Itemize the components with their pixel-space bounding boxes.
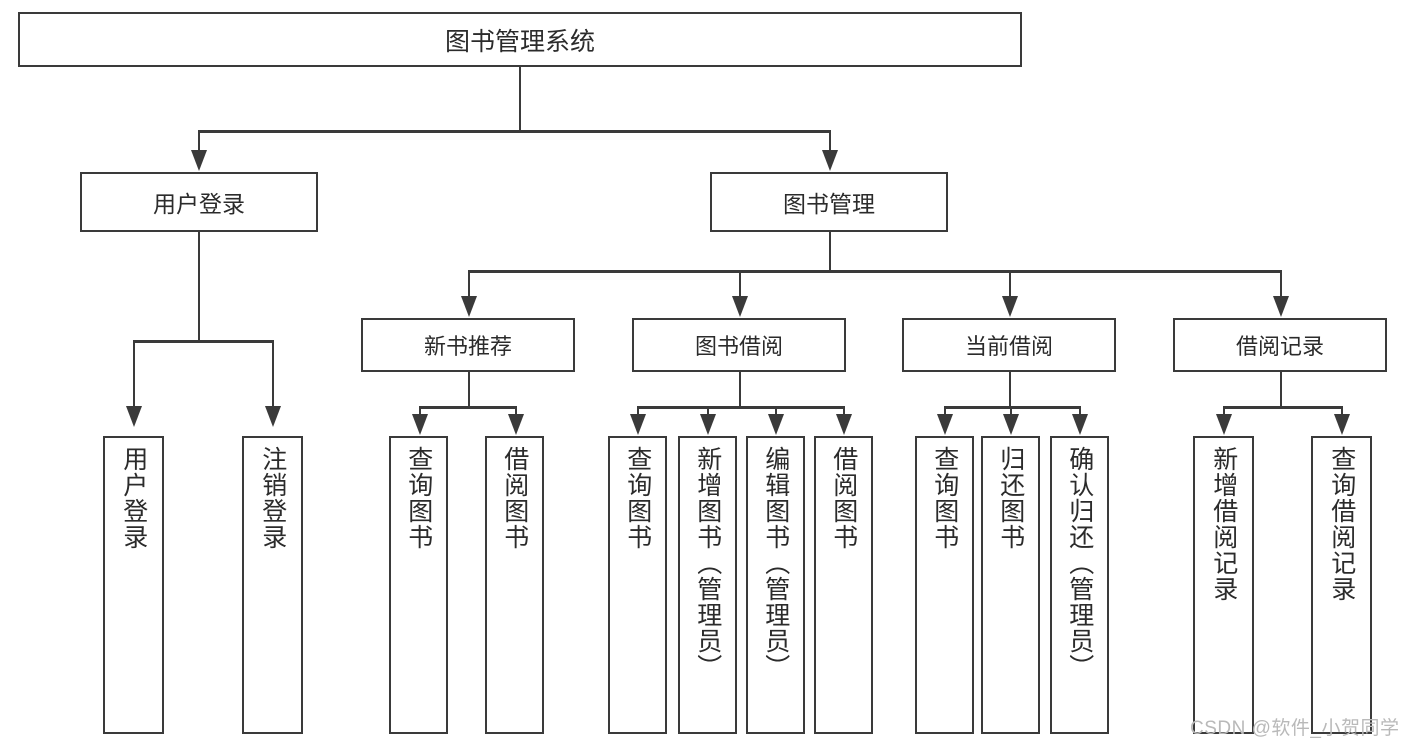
leaf-label: 借阅图书 [829, 446, 858, 550]
connector-book-borrow-bus [637, 406, 843, 409]
node-label: 用户登录 [153, 191, 245, 217]
node-current-borrow[interactable]: 当前借阅 [902, 318, 1116, 372]
arrow-head-new-book-recommend [461, 296, 477, 317]
arrow-head-borrow-record [1273, 296, 1289, 317]
leaf-new-book-recommend-1[interactable]: 借阅图书 [485, 436, 544, 734]
leaf-label: 借阅图书 [500, 446, 529, 550]
arrow-head-bb-leaf-0 [630, 414, 646, 435]
node-user-login[interactable]: 用户登录 [80, 172, 318, 232]
leaf-user-login-0[interactable]: 用户登录 [103, 436, 164, 734]
arrow-head-user-login [191, 150, 207, 171]
arrow-head-nbr-leaf-0 [412, 414, 428, 435]
arrow-head-br-leaf-1 [1334, 414, 1350, 435]
node-label: 图书管理系统 [444, 27, 595, 56]
node-label: 图书借阅 [694, 334, 783, 359]
arrow-head-book-management [822, 150, 838, 171]
connector-drop-new-book-recommend [467, 270, 471, 300]
arrow-head-bb-leaf-1 [700, 414, 716, 435]
arrow-head-user-login-leaf-1 [265, 406, 281, 427]
leaf-borrow-record-0[interactable]: 新增借阅记录 [1193, 436, 1254, 734]
connector-borrow-record-stem [1279, 372, 1283, 408]
arrow-head-cb-leaf-1 [1003, 414, 1019, 435]
connector-drop-bb-leaf-1 [706, 406, 710, 418]
connector-drop-bb-leaf-2 [774, 406, 778, 418]
connector-drop-bb-leaf-3 [842, 406, 846, 418]
leaf-label: 用户登录 [119, 446, 148, 550]
leaf-label: 查询图书 [623, 446, 652, 550]
watermark-text: CSDN @软件_小贺同学 [1190, 718, 1400, 739]
node-book-management-system[interactable]: 图书管理系统 [18, 12, 1022, 67]
connector-drop-nbr-leaf-0 [418, 406, 422, 418]
connector-drop-user-login-leaf-1 [271, 340, 275, 408]
connector-drop-cb-leaf-0 [943, 406, 947, 418]
leaf-label: 查询图书 [930, 446, 959, 550]
node-book-borrow[interactable]: 图书借阅 [632, 318, 846, 372]
connector-drop-borrow-record [1279, 270, 1283, 300]
connector-drop-cb-leaf-2 [1078, 406, 1082, 418]
leaf-book-borrow-1[interactable]: 新增图书（管理员） [678, 436, 737, 734]
leaf-book-borrow-2[interactable]: 编辑图书（管理员） [746, 436, 805, 734]
connector-user-login-bus [133, 340, 272, 343]
connector-new-book-recommend-stem [467, 372, 471, 408]
arrow-head-nbr-leaf-1 [508, 414, 524, 435]
connector-borrow-record-bus [1223, 406, 1341, 409]
node-new-book-recommend[interactable]: 新书推荐 [361, 318, 575, 372]
connector-book-management-stem [828, 232, 832, 272]
connector-drop-br-leaf-0 [1222, 406, 1226, 418]
connector-drop-br-leaf-1 [1340, 406, 1344, 418]
node-label: 新书推荐 [423, 334, 512, 359]
leaf-label: 新增图书（管理员） [693, 446, 722, 680]
leaf-label: 查询借阅记录 [1327, 446, 1356, 602]
node-label: 借阅记录 [1235, 334, 1324, 359]
connector-drop-user-login-leaf-0 [132, 340, 136, 408]
leaf-current-borrow-0[interactable]: 查询图书 [915, 436, 974, 734]
connector-new-book-recommend-bus [419, 406, 517, 409]
leaf-current-borrow-2[interactable]: 确认归还（管理员） [1050, 436, 1109, 734]
connector-book-borrow-stem [738, 372, 742, 408]
connector-drop-user-login [197, 130, 201, 152]
leaf-label: 查询图书 [404, 446, 433, 550]
arrow-head-current-borrow [1002, 296, 1018, 317]
leaf-book-borrow-3[interactable]: 借阅图书 [814, 436, 873, 734]
leaf-label: 注销登录 [258, 446, 287, 550]
leaf-borrow-record-1[interactable]: 查询借阅记录 [1311, 436, 1372, 734]
connector-level1-bus [198, 130, 830, 133]
connector-root-stem [518, 67, 522, 132]
connector-drop-bb-leaf-0 [636, 406, 640, 418]
leaf-current-borrow-1[interactable]: 归还图书 [981, 436, 1040, 734]
leaf-label: 归还图书 [996, 446, 1025, 550]
connector-drop-nbr-leaf-1 [514, 406, 518, 418]
node-label: 图书管理 [783, 191, 875, 217]
leaf-label: 编辑图书（管理员） [761, 446, 790, 680]
arrow-head-user-login-leaf-0 [126, 406, 142, 427]
connector-drop-current-borrow [1008, 270, 1012, 300]
node-borrow-record[interactable]: 借阅记录 [1173, 318, 1387, 372]
leaf-label: 确认归还（管理员） [1065, 446, 1094, 680]
arrow-head-br-leaf-0 [1216, 414, 1232, 435]
arrow-head-cb-leaf-2 [1072, 414, 1088, 435]
arrow-head-bb-leaf-2 [768, 414, 784, 435]
connector-user-login-stem [197, 232, 201, 342]
arrow-head-book-borrow [732, 296, 748, 317]
leaf-new-book-recommend-0[interactable]: 查询图书 [389, 436, 448, 734]
connector-drop-book-management [828, 130, 832, 152]
arrow-head-cb-leaf-0 [937, 414, 953, 435]
arrow-head-bb-leaf-3 [836, 414, 852, 435]
leaf-label: 新增借阅记录 [1209, 446, 1238, 602]
node-label: 当前借阅 [964, 334, 1053, 359]
connector-level2-bus [468, 270, 1280, 273]
node-book-management[interactable]: 图书管理 [710, 172, 948, 232]
connector-drop-cb-leaf-1 [1009, 406, 1013, 418]
leaf-user-login-1[interactable]: 注销登录 [242, 436, 303, 734]
connector-drop-book-borrow [738, 270, 742, 300]
leaf-book-borrow-0[interactable]: 查询图书 [608, 436, 667, 734]
connector-current-borrow-stem [1008, 372, 1012, 408]
